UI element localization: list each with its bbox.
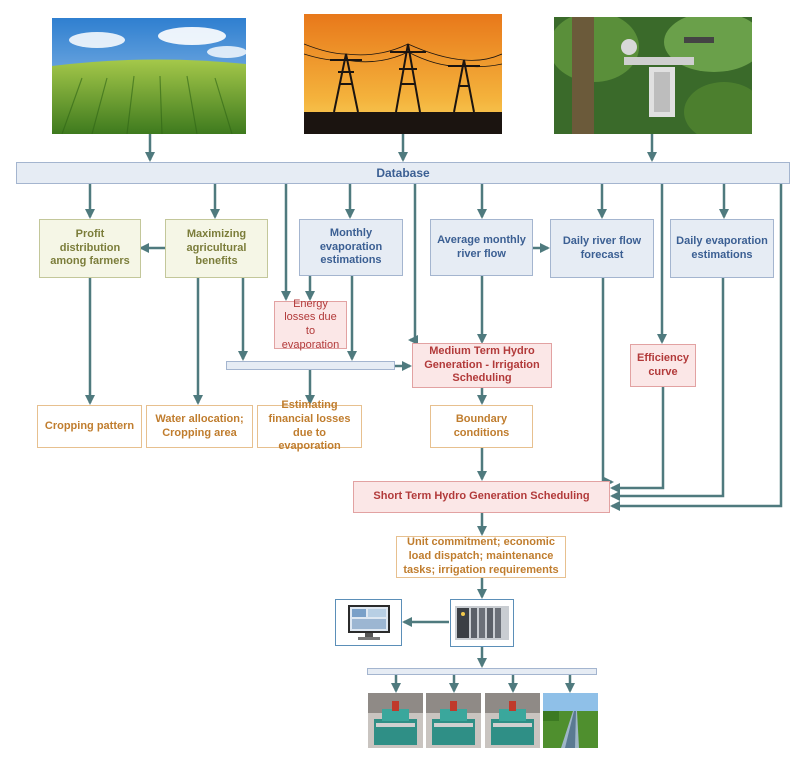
- node-energy-losses: Energy losses due to evaporation: [274, 298, 347, 351]
- irrigation-canal-photo: [543, 693, 598, 748]
- arrow-daily-flow-to-short-term: [601, 278, 614, 487]
- turbine-generator-photo: [426, 693, 481, 748]
- corn-field-photo: [52, 18, 246, 134]
- database-bar: Database: [16, 162, 790, 184]
- node-unit-commitment: Unit commitment; economic load dispatch;…: [396, 536, 566, 578]
- arrow-db-to-short-term: [610, 184, 783, 511]
- collector-bar: [226, 361, 395, 370]
- weather-station-photo: [554, 17, 752, 134]
- output-bar: [367, 668, 597, 675]
- node-daily-flow-forecast: Daily river flow forecast: [550, 219, 654, 278]
- computer-monitor-icon: [335, 599, 402, 646]
- node-boundary-conditions: Boundary conditions: [430, 405, 533, 448]
- node-profit-distribution: Profit distribution among farmers: [39, 219, 141, 278]
- node-cropping-pattern: Cropping pattern: [37, 405, 142, 448]
- node-monthly-evaporation: Monthly evaporation estimations: [299, 219, 403, 276]
- node-daily-evaporation: Daily evaporation estimations: [670, 219, 774, 278]
- controller-rack-icon: [450, 599, 514, 647]
- turbine-generator-photo: [485, 693, 540, 748]
- arrow-db-to-medium-term: [408, 184, 419, 345]
- node-short-term-scheduling: Short Term Hydro Generation Scheduling: [353, 481, 610, 513]
- node-medium-term-scheduling: Medium Term Hydro Generation - Irrigatio…: [412, 343, 552, 388]
- arrow-efficiency-to-short-term: [610, 387, 665, 493]
- node-financial-losses: Estimating financial losses due to evapo…: [257, 399, 362, 452]
- node-efficiency-curve: Efficiency curve: [630, 344, 696, 387]
- turbine-generator-photo: [368, 693, 423, 748]
- power-lines-photo: [304, 14, 502, 134]
- node-water-allocation: Water allocation; Cropping area: [146, 405, 253, 448]
- arrow-daily-evap-to-short-term: [610, 278, 725, 501]
- node-maximizing-benefits: Maximizing agricultural benefits: [165, 219, 268, 278]
- database-label: Database: [376, 166, 430, 180]
- node-average-monthly-flow: Average monthly river flow: [430, 219, 533, 276]
